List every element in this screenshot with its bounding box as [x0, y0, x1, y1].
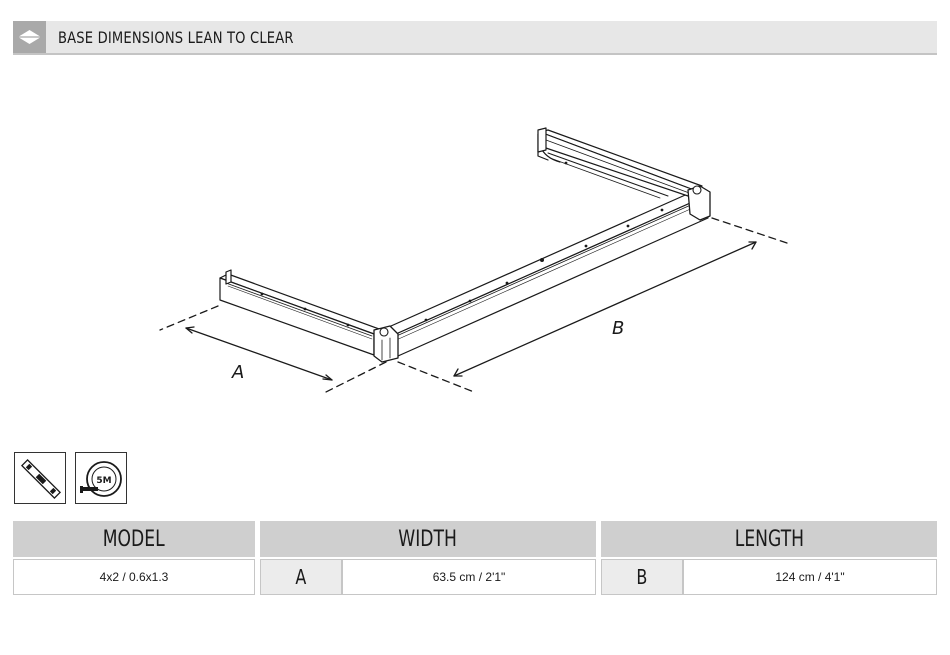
corner-connector-front — [374, 326, 398, 362]
spirit-level-icon — [15, 453, 67, 505]
length-letter: B — [601, 559, 683, 595]
dimension-label-b: B — [612, 318, 624, 339]
spirit-level-tool — [14, 452, 66, 504]
width-letter: A — [260, 559, 342, 595]
tape-measure-icon: 5M — [76, 453, 128, 505]
header-model: MODEL — [13, 521, 255, 557]
corner-connector-back — [688, 186, 710, 220]
width-value: 63.5 cm / 2'1" — [342, 559, 596, 595]
header-length: LENGTH — [601, 521, 937, 557]
rail-b — [382, 192, 708, 356]
header-width: WIDTH — [260, 521, 596, 557]
rail-back — [538, 128, 702, 198]
length-value: 124 cm / 4'1" — [683, 559, 937, 595]
base-frame-diagram: A B — [0, 0, 950, 440]
rail-a — [220, 270, 382, 355]
tape-measure-tool: 5M — [75, 452, 127, 504]
model-value: 4x2 / 0.6x1.3 — [13, 559, 255, 595]
tape-measure-label: 5M — [96, 476, 111, 486]
dimension-label-a: A — [231, 362, 244, 383]
